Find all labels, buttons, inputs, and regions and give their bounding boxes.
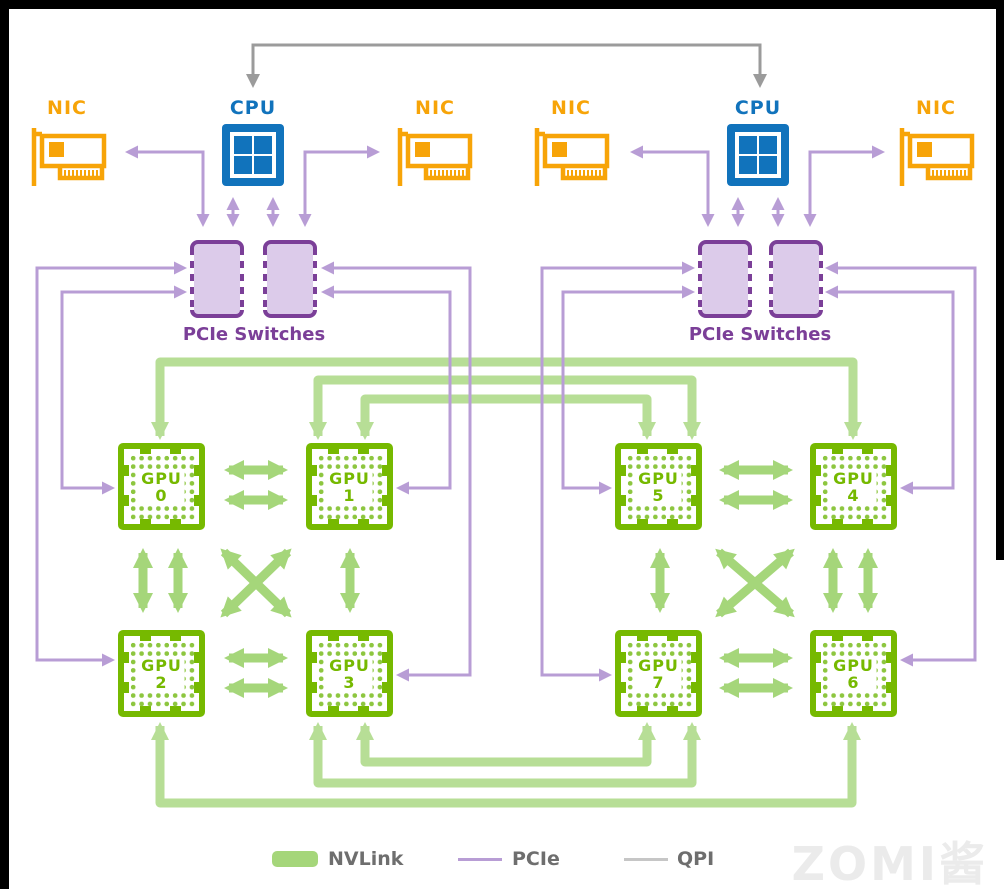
pcie-switch-3-icon	[769, 240, 823, 318]
pcie-switch2-gpu7	[540, 261, 695, 682]
nic-1-label: NIC	[415, 97, 455, 119]
pcie-switch1-gpu3	[321, 261, 472, 682]
legend-qpi-label: QPI	[677, 848, 715, 870]
nvlink-gpu1-gpu5-a	[309, 375, 701, 440]
legend-nvlink-label: NVLink	[328, 848, 404, 870]
nic-card-icon	[899, 128, 975, 186]
pcie-switches-label-right: PCIe Switches	[688, 324, 832, 345]
nic-card-icon	[31, 128, 107, 186]
cpu-0-label: CPU	[229, 97, 277, 119]
pcie-switch0-gpu2	[35, 261, 187, 667]
nic-3-label: NIC	[916, 97, 956, 119]
nvlink-gpu2-gpu6	[151, 722, 861, 808]
pcie-switch-2-icon	[698, 240, 752, 318]
pcie-switch-0-icon	[190, 240, 244, 318]
nvlink-gpu3-gpu7-b	[309, 722, 701, 788]
pcie-switches-label-left: PCIe Switches	[182, 324, 326, 345]
pcie-switch-1-icon	[263, 240, 317, 318]
qpi-cpu0-cpu1	[246, 43, 767, 88]
pcie-nic2-switch2	[630, 145, 715, 227]
cpu-1-chip-icon	[727, 124, 789, 186]
nic-card-icon	[397, 128, 473, 186]
nic-0-label: NIC	[47, 97, 87, 119]
legend-pcie-label: PCIe	[512, 848, 560, 870]
nvlink-gpu3-gpu7-a	[356, 722, 656, 767]
nvlink-gpu1-gpu5-b	[356, 394, 656, 440]
pcie-nic1-switch1	[298, 145, 380, 227]
legend-nvlink-swatch	[272, 851, 318, 867]
pcie-nic0-switch0	[125, 145, 210, 227]
nic-card-icon	[534, 128, 610, 186]
cpu-1-label: CPU	[734, 97, 782, 119]
legend-qpi-swatch	[624, 858, 668, 861]
nvlink-gpu4-gpu7-diag	[715, 548, 795, 618]
frame-bar-top	[0, 0, 1004, 9]
frame-bar-right	[996, 0, 1004, 560]
pcie-nic3-switch3	[803, 145, 885, 227]
nic-2-label: NIC	[551, 97, 591, 119]
frame-bar-left	[0, 0, 9, 889]
watermark: ZOMI酱	[791, 837, 988, 889]
legend-pcie-swatch	[458, 858, 502, 861]
cpu-0-chip-icon	[222, 124, 284, 186]
pcie-switch3-gpu6	[825, 261, 977, 667]
nvlink-gpu1-gpu2-diag	[220, 548, 292, 618]
